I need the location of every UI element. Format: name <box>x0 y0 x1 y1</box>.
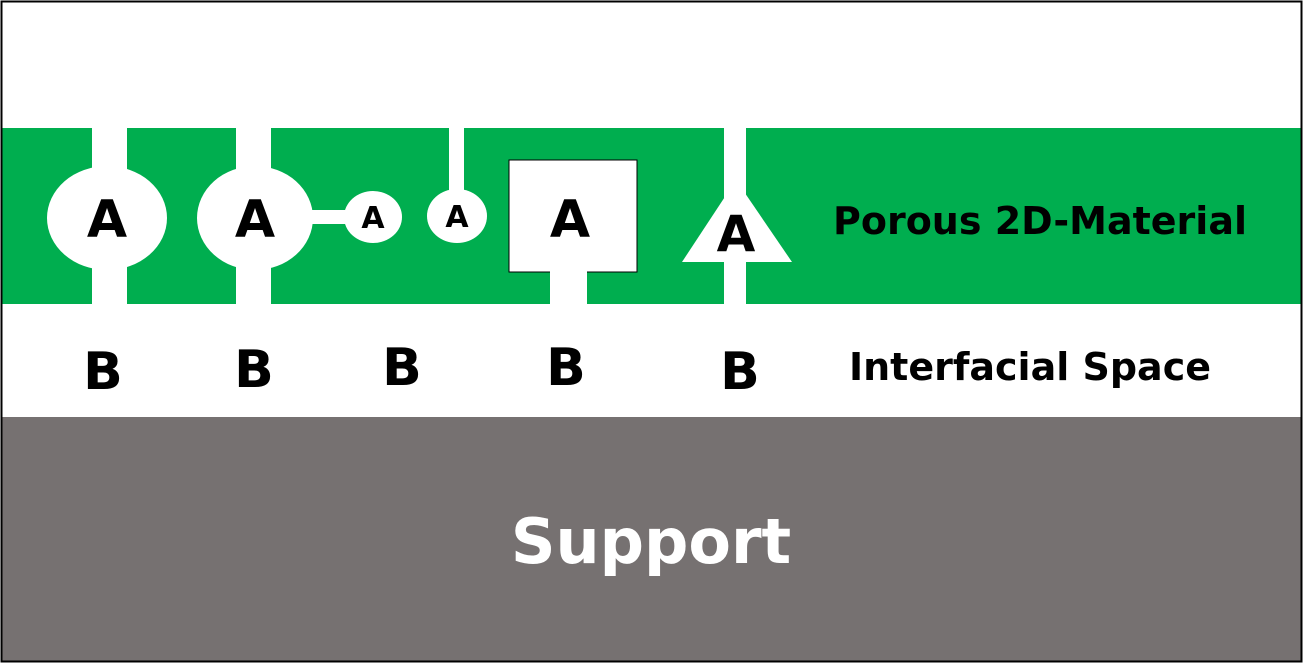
interfacial-space-label: Interfacial Space <box>849 345 1211 389</box>
pore-2-cavity <box>197 166 313 270</box>
pore-5-channel-bottom <box>550 270 587 304</box>
pore-6-label-a: A <box>717 205 756 263</box>
pore-6-channel-bottom <box>724 260 746 304</box>
pore-1-label-a: A <box>87 190 127 250</box>
pore-1-cavity <box>47 166 167 270</box>
b-labels: B B B B B <box>83 338 760 402</box>
support-label: Support <box>511 505 791 578</box>
pore-5-cavity <box>508 159 638 273</box>
support-layer <box>2 417 1302 661</box>
pore-1-channel-bottom <box>92 264 127 304</box>
porous-material-label: Porous 2D-Material <box>833 199 1247 243</box>
pore-3-label-a: A <box>361 201 385 236</box>
pore-2-connector <box>305 210 355 224</box>
pore-2-label-a: A <box>235 190 275 250</box>
pore-5-label-a: A <box>550 190 590 250</box>
pore-3-label-b: B <box>382 338 422 398</box>
pore-6-channel-top <box>724 128 746 198</box>
pore-3-cavity <box>344 191 402 243</box>
pore-4-channel-top <box>449 128 464 192</box>
pore-4-label-a: A <box>445 200 469 235</box>
pore-6-label-b: B <box>720 342 760 402</box>
a-labels: A A A A A A <box>87 190 756 263</box>
pore-6-cavity <box>682 180 792 262</box>
pore-2-label-b: B <box>234 340 274 400</box>
pore-5-label-b: B <box>546 338 586 398</box>
pore-4-cavity <box>427 189 487 243</box>
pore-cavities <box>47 128 792 304</box>
pore-1-label-b: B <box>83 342 123 402</box>
